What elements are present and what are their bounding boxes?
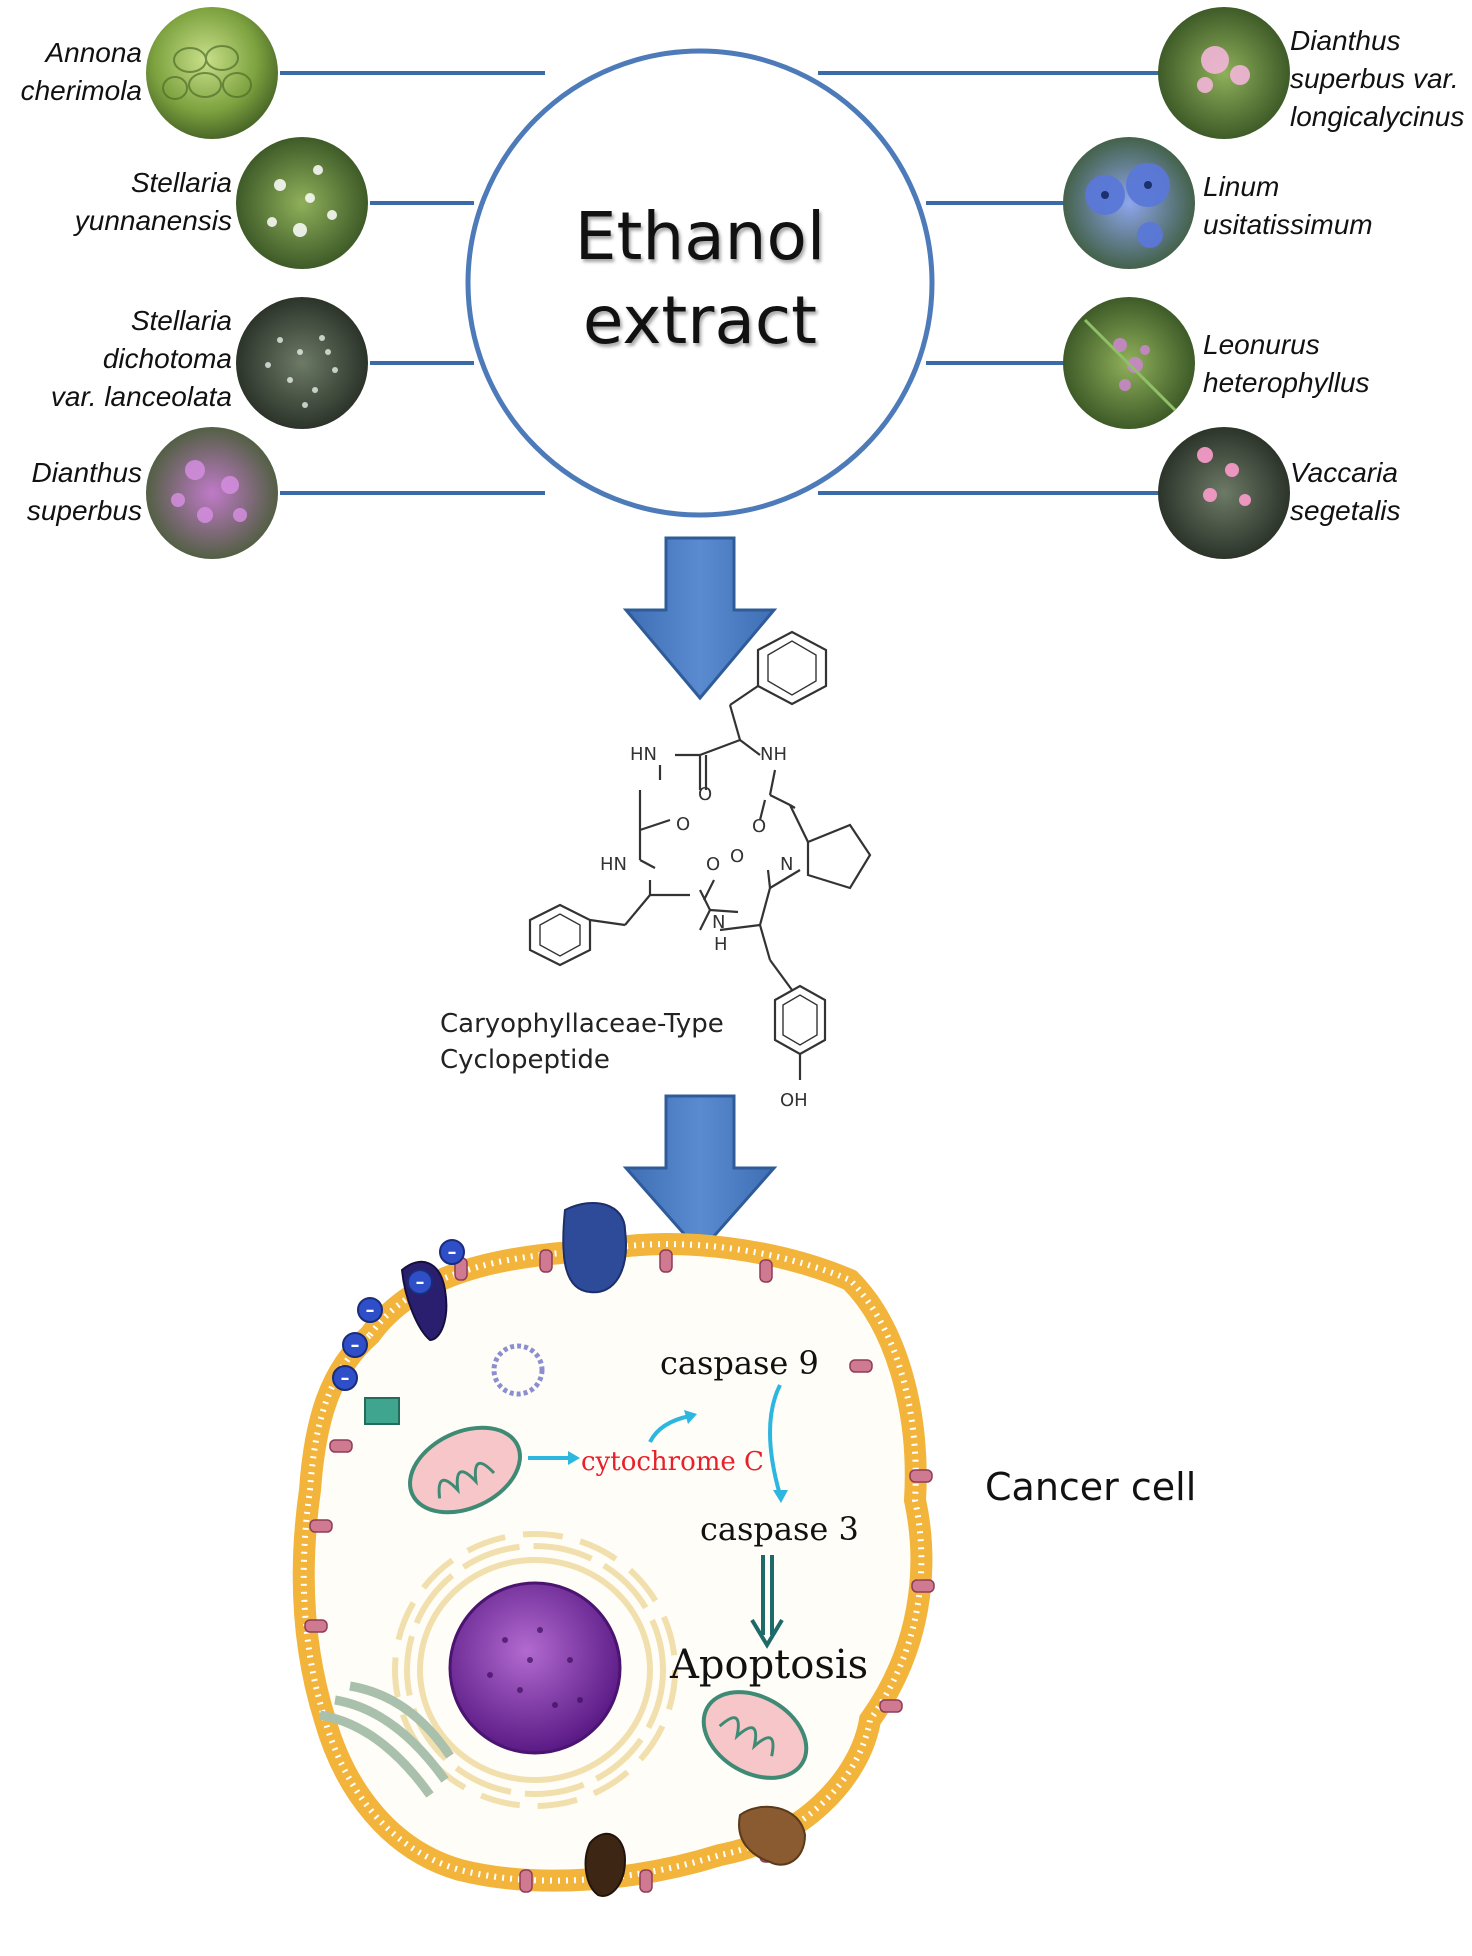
atom-oh: OH: [780, 1090, 808, 1111]
nucleus: [448, 1581, 622, 1755]
atom-o5: O: [730, 846, 744, 867]
title-line-1: Ethanol: [574, 198, 826, 275]
label-dianthus-superbus: Dianthus superbus: [27, 454, 142, 530]
plant-photo-leonurus-heterophyllus: [1063, 297, 1195, 429]
ion-4: [342, 1332, 368, 1358]
arrow-extract-to-cyclopeptide: [622, 536, 778, 701]
plant-photo-dianthus-longicalycinus: [1158, 7, 1290, 139]
label-linum-usitatissimum: Linum usitatissimum: [1203, 168, 1373, 244]
label-line: segetalis: [1290, 495, 1401, 526]
proline-ring: [806, 823, 872, 890]
atom-nh-top: NH: [760, 744, 787, 765]
caption-line-1: Caryophyllaceae-Type: [440, 1009, 724, 1039]
label-stellaria-yunnanensis: Stellaria yunnanensis: [75, 164, 232, 240]
cancer-cell-label: Cancer cell: [985, 1465, 1197, 1509]
ion-2: [407, 1269, 433, 1295]
ethanol-extract-circle: [465, 48, 935, 518]
label-line: dichotoma: [102, 343, 232, 374]
nucleus-spots: [487, 1627, 583, 1708]
mitochondrion-upper: [408, 1425, 522, 1515]
label-line: longicalycinus: [1290, 101, 1465, 132]
membrane-protein-brown: [738, 1805, 807, 1866]
label-annona-cherimola: Annona cherimola: [21, 34, 142, 110]
label-line: cherimola: [20, 75, 142, 106]
atom-hn-top: HN: [630, 744, 657, 765]
arrow-cyclopeptide-to-cell: [622, 1094, 778, 1255]
label-line: Vaccaria: [1290, 457, 1398, 488]
caption-line-2: Cyclopeptide: [440, 1045, 610, 1075]
label-line: Dianthus: [31, 457, 142, 488]
label-line: yunnanensis: [74, 205, 232, 236]
label-dianthus-longicalycinus: Dianthus superbus var. longicalycinus: [1290, 22, 1464, 136]
pathway-labels: caspase 9 cytochrome C caspase 3 Apoptos…: [581, 1344, 868, 1688]
ion-sign-4: –: [351, 1335, 360, 1356]
membrane-transporter-green: [364, 1397, 400, 1425]
plant-photo-vaccaria-segetalis: [1158, 427, 1290, 559]
cyclopeptide-structure: [528, 630, 872, 1080]
label-line: Dianthus: [1290, 25, 1401, 56]
label-line: heterophyllus: [1203, 367, 1370, 398]
title-line-2: extract: [582, 282, 818, 359]
plant-photo-stellaria-dichotoma: [236, 297, 368, 429]
label-line: Leonurus: [1203, 329, 1320, 360]
label-apoptosis: Apoptosis: [669, 1642, 868, 1688]
ion-sign-2: –: [416, 1272, 425, 1293]
atom-o1: O: [698, 784, 712, 805]
membrane-protein-brown-dark: [584, 1832, 627, 1897]
atom-h-bottom: H: [714, 934, 728, 955]
cancer-cell: – – – – –: [292, 1201, 935, 1897]
atom-o2: O: [752, 816, 766, 837]
membrane-bilayer-inner: [300, 1241, 925, 1884]
phenyl-ring-bottom: [528, 903, 592, 967]
plant-photo-linum-usitatissimum: [1063, 137, 1195, 269]
pathway-arrows: [528, 1384, 782, 1496]
connector-lines: [280, 71, 1160, 495]
plant-photo-dianthus-superbus: [146, 427, 278, 559]
endoplasmic-reticulum: [392, 1531, 678, 1809]
label-line: superbus var.: [1290, 63, 1459, 94]
label-line: usitatissimum: [1203, 209, 1373, 240]
label-caspase9: caspase 9: [660, 1344, 819, 1382]
atom-n-proline: N: [780, 854, 793, 875]
arrow-cytochrome-to-caspase9: [648, 1414, 691, 1443]
atom-hn-left: HN: [600, 854, 627, 875]
label-vaccaria-segetalis: Vaccaria segetalis: [1290, 454, 1401, 530]
arrow-caspase9-to-caspase3: [768, 1384, 782, 1496]
ion-sign-3: –: [366, 1300, 375, 1321]
ion-sign-1: –: [448, 1242, 457, 1263]
ion-sign-5: –: [341, 1368, 350, 1389]
ethanol-extract-title: Ethanol extract: [555, 195, 845, 363]
label-cytochrome-c: cytochrome C: [581, 1447, 764, 1477]
label-line: Stellaria: [130, 305, 232, 336]
label-line: Linum: [1203, 171, 1280, 202]
label-caspase3: caspase 3: [700, 1510, 859, 1548]
label-line: superbus: [26, 495, 142, 526]
ion-1: [439, 1239, 465, 1265]
label-line: Annona: [45, 37, 142, 68]
cyclopeptide-caption: Caryophyllaceae-Type Cyclopeptide: [440, 1006, 724, 1078]
ion-3: [357, 1297, 383, 1323]
label-line: var. lanceolata: [50, 381, 232, 412]
ion-signs: – – – – –: [341, 1242, 457, 1389]
mitochondrion-lower: [701, 1690, 809, 1780]
label-leonurus-heterophyllus: Leonurus heterophyllus: [1203, 326, 1370, 402]
plant-photo-stellaria-yunnanensis: [236, 137, 368, 269]
vesicle: [491, 1343, 545, 1397]
molecule-atom-labels: HN NH O O O HN O O N N H OH: [600, 744, 808, 1111]
phenol-ring: [773, 984, 827, 1056]
golgi-apparatus: [319, 1681, 454, 1798]
pathway-arrowheads: [568, 1410, 788, 1503]
label-line: Stellaria: [130, 167, 232, 198]
membrane-protein-blue: [562, 1201, 627, 1294]
label-stellaria-dichotoma: Stellaria dichotoma var. lanceolata: [51, 302, 232, 416]
ion-5: [332, 1365, 358, 1391]
atom-o3: O: [676, 814, 690, 835]
plant-photo-annona-cherimola: [146, 7, 278, 139]
atom-n-bottom: N: [712, 912, 725, 933]
negative-ions: [332, 1239, 465, 1391]
arrow-to-apoptosis: [750, 1555, 784, 1649]
atom-o4: O: [706, 854, 720, 875]
